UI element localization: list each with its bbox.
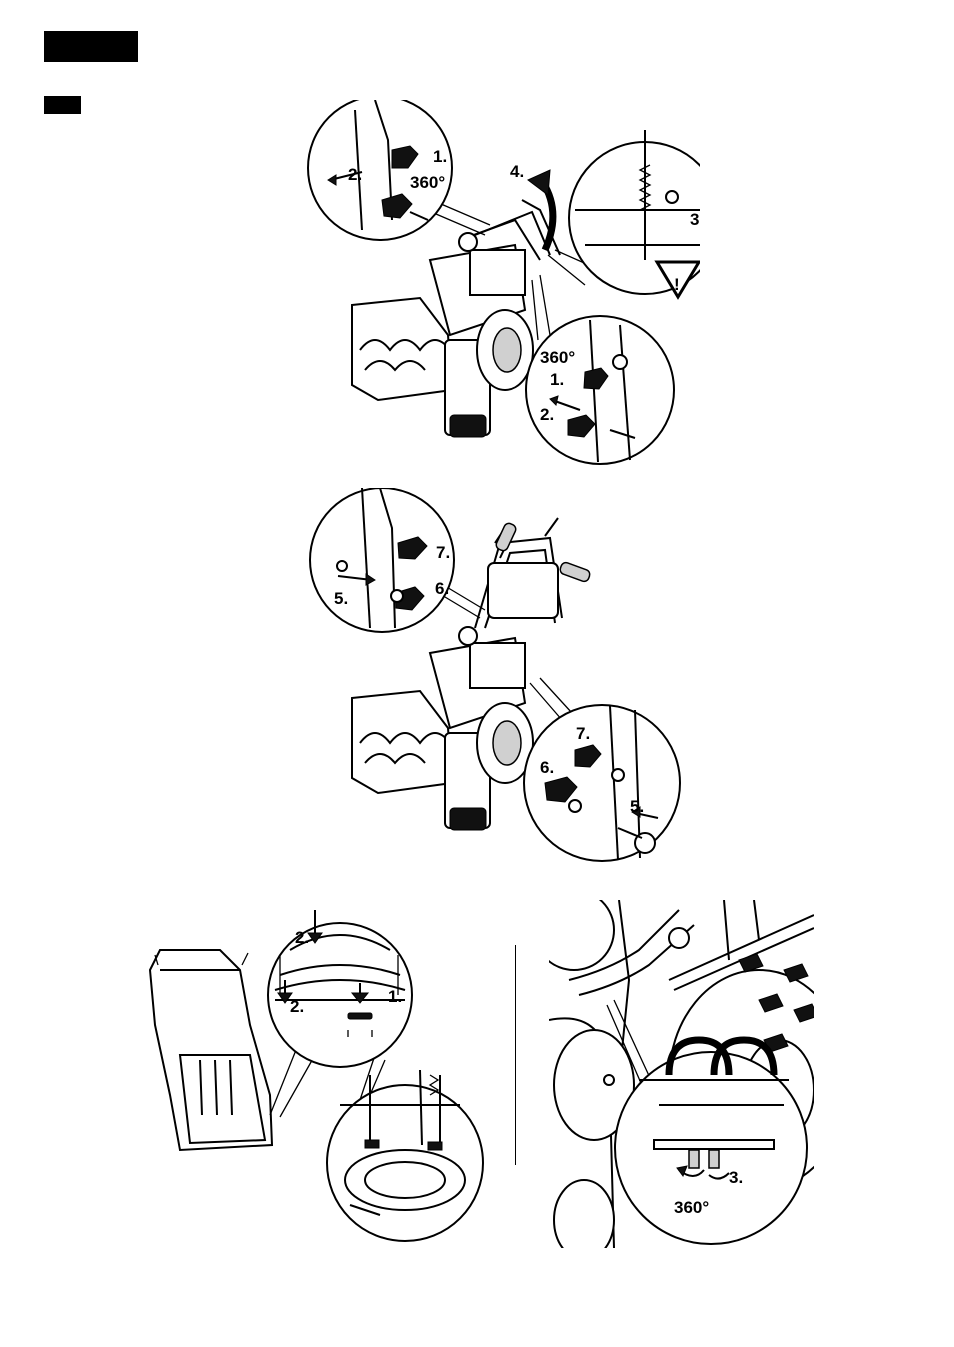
- callout-bottom-right: 360° 1. 2.: [526, 316, 674, 464]
- figure-2-drawing: 7. 6. 5. 7. 6. 5.: [300, 488, 690, 868]
- callout-top-right-spring: 3. !: [569, 130, 700, 297]
- warning-mark: !: [674, 275, 680, 294]
- figure-3-drawing: 2. 2. 1.: [130, 895, 500, 1245]
- figure-1-snowblower-handle-removal: 1. 360° 2. 4. 3. ! 360° 1. 2.: [300, 100, 700, 465]
- step-2-label-a: 2.: [295, 928, 309, 947]
- callout-bottom-chute-base: [327, 1070, 483, 1241]
- figure-4-chute-crank-mounting: 3. 360°: [549, 900, 814, 1248]
- callout-top-left: 1. 360° 2.: [308, 100, 452, 240]
- step-1-label: 1.: [433, 147, 447, 166]
- step-2-label-b: 2.: [540, 405, 554, 424]
- step-7-label: 7.: [436, 543, 450, 562]
- subsection-tab-black: [44, 96, 81, 114]
- step-6-label: 6.: [435, 579, 449, 598]
- step-2-label-b: 2.: [290, 997, 304, 1016]
- step-2-label: 2.: [348, 165, 362, 184]
- step-7-label-b: 7.: [576, 724, 590, 743]
- section-tab-black: [44, 31, 138, 62]
- step-5-label-b: 5.: [630, 797, 644, 816]
- rotation-360-label: 360°: [410, 173, 445, 192]
- rotation-360-label: 360°: [674, 1198, 709, 1217]
- figure-2-handle-mounting: 7. 6. 5. 7. 6. 5.: [300, 488, 690, 868]
- chute-illustration: [150, 950, 272, 1150]
- figure-1-drawing: 1. 360° 2. 4. 3. ! 360° 1. 2.: [300, 100, 700, 465]
- callout-top-left-2: 7. 6. 5.: [310, 488, 454, 632]
- step-3-label: 3.: [690, 210, 700, 229]
- figure-3-chute-mounting: 2. 2. 1.: [130, 895, 500, 1245]
- callout-bottom-right-2: 7. 6. 5.: [524, 705, 680, 861]
- step-5-label: 5.: [334, 589, 348, 608]
- callout-top-chute-ring: 2. 2. 1.: [268, 910, 412, 1067]
- step-3-label: 3.: [729, 1168, 743, 1187]
- figure-divider: [515, 945, 516, 1165]
- step-1-label-b: 1.: [550, 370, 564, 389]
- figure-4-drawing: 3. 360°: [549, 900, 814, 1248]
- step-4-label: 4.: [510, 162, 524, 181]
- rotation-360-label-b: 360°: [540, 348, 575, 367]
- step-6-label-b: 6.: [540, 758, 554, 777]
- step-1-label: 1.: [388, 987, 402, 1006]
